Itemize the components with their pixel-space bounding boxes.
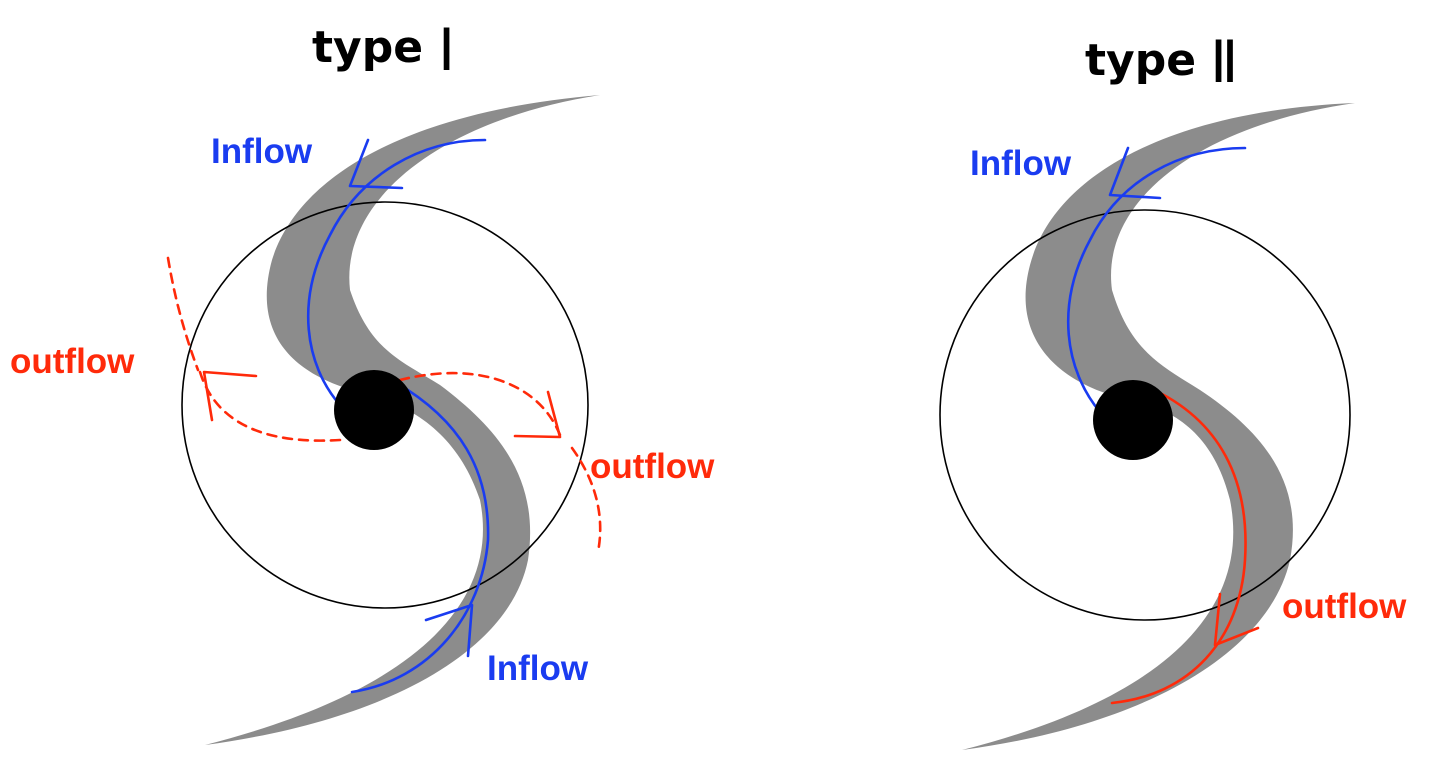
panel-type-2: type Ⅱ Inflow outflow [940, 30, 1407, 750]
panel-2-outflow-label: outflow [1282, 587, 1407, 626]
panel-2-title-word: type [1085, 35, 1196, 86]
panel-2-inflow-label: Inflow [970, 144, 1072, 183]
panel-type-1: type Ⅰ Inflow Inflow outflow outflow [10, 18, 715, 745]
panel-1-outflow-left-path [200, 372, 340, 441]
panel-1-title-word: type [312, 22, 423, 73]
panel-1-inflow-top-label: Inflow [211, 132, 313, 171]
panel-1-outflow-right-arrowhead [515, 392, 560, 437]
panel-2-title-numeral: Ⅱ [1210, 30, 1239, 95]
panel-1-outflow-left-outer-arc [168, 258, 198, 370]
panel-1-inflow-bottom-label: Inflow [487, 649, 589, 688]
panel-2-central-black-hole [1093, 380, 1173, 460]
panel-1-outflow-left-label: outflow [10, 342, 135, 381]
panel-1-central-black-hole [334, 370, 414, 450]
panel-1-title-numeral: Ⅰ [438, 18, 455, 83]
panel-1-outflow-right-label: outflow [590, 447, 715, 486]
panel-1-outflow-left-arrowhead [204, 372, 256, 420]
